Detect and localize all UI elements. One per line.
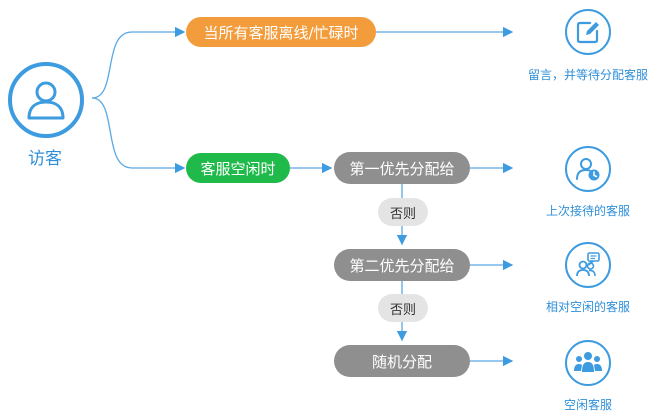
message-outcome-circle bbox=[565, 9, 611, 55]
idle-branch-pill: 客服空闲时 bbox=[186, 153, 290, 183]
edit-note-icon bbox=[576, 21, 599, 44]
relative-idle-outcome-circle bbox=[565, 242, 611, 288]
last-agent-outcome-circle bbox=[565, 146, 611, 192]
user-clock-icon bbox=[576, 158, 600, 181]
idle-agent-outcome-caption: 空闲客服 bbox=[563, 398, 612, 412]
group-icon bbox=[574, 352, 602, 372]
visitor-label: 访客 bbox=[28, 149, 62, 169]
user-icon bbox=[27, 81, 65, 120]
visitor-avatar bbox=[8, 62, 84, 138]
relative-idle-outcome-caption: 相对空闲的客服 bbox=[545, 300, 630, 314]
idle-agent-outcome-circle bbox=[565, 340, 611, 386]
otherwise-label-1: 否则 bbox=[378, 198, 428, 226]
second-priority-pill: 第二优先分配给 bbox=[334, 249, 470, 281]
offline-branch-pill: 当所有客服离线/忙碌时 bbox=[186, 17, 376, 47]
users-chat-icon bbox=[576, 252, 600, 277]
random-assign-pill: 随机分配 bbox=[334, 345, 470, 377]
otherwise-label-2: 否则 bbox=[378, 294, 428, 322]
message-outcome-caption: 留言，并等待分配客服 bbox=[527, 68, 648, 82]
first-priority-pill: 第一优先分配给 bbox=[334, 152, 470, 184]
last-agent-outcome-caption: 上次接待的客服 bbox=[545, 204, 630, 218]
